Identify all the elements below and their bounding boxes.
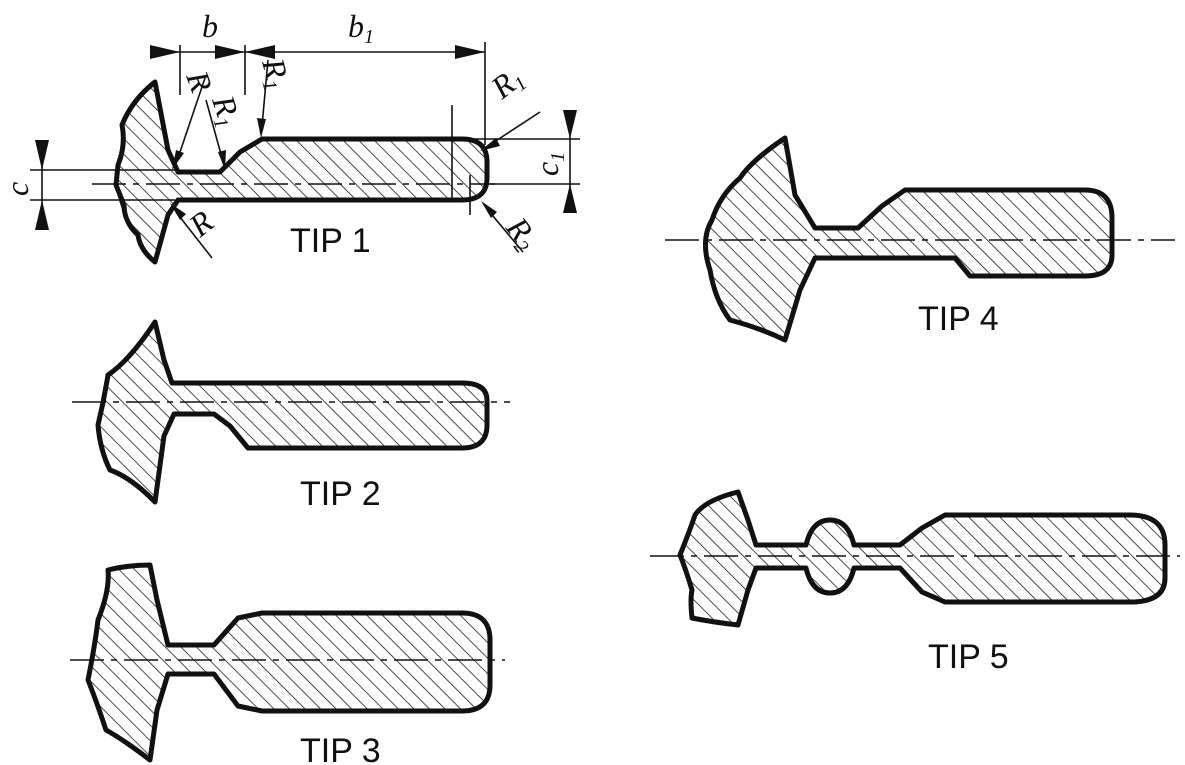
radius-r2: R2: [481, 201, 547, 257]
tip5-section: [677, 489, 1168, 628]
radius-r1-end: R1: [480, 59, 541, 151]
tip1-label: TIP 1: [290, 222, 371, 260]
svg-text:R1: R1: [252, 54, 298, 94]
dim-b1-label: b1: [348, 8, 374, 48]
tip4-section: [703, 135, 1115, 343]
radius-r1-right: R1: [252, 54, 298, 138]
dimension-b: b b1: [150, 8, 486, 145]
dim-c-label: c: [0, 182, 35, 196]
dim-r-label: R: [181, 203, 220, 244]
tip5-profile: TIP 5: [650, 489, 1180, 676]
svg-text:c1: c1: [529, 152, 569, 176]
svg-text:R1: R1: [483, 59, 531, 109]
svg-text:R2: R2: [497, 209, 547, 257]
tip1-profile: b b1 R R1 R1 R1 R: [0, 8, 580, 265]
tip2-label: TIP 2: [300, 475, 381, 513]
radius-r: R: [170, 203, 220, 259]
svg-text:R1: R1: [202, 90, 249, 131]
tip3-section: [85, 562, 493, 763]
tip1-break-line: [115, 81, 156, 263]
tip3-label: TIP 3: [300, 732, 381, 765]
tip3-profile: TIP 3: [70, 562, 505, 765]
dimension-c1: c1: [470, 110, 580, 213]
radius-r1-upper: R: [172, 65, 220, 170]
tip2-profile: TIP 2: [72, 319, 510, 513]
dimension-c: c: [0, 140, 175, 230]
dim-b-label: b: [202, 8, 218, 44]
tip2-section: [95, 319, 490, 505]
tip5-label: TIP 5: [928, 638, 1009, 676]
tip4-profile: TIP 4: [665, 135, 1175, 343]
tip4-label: TIP 4: [918, 300, 999, 338]
